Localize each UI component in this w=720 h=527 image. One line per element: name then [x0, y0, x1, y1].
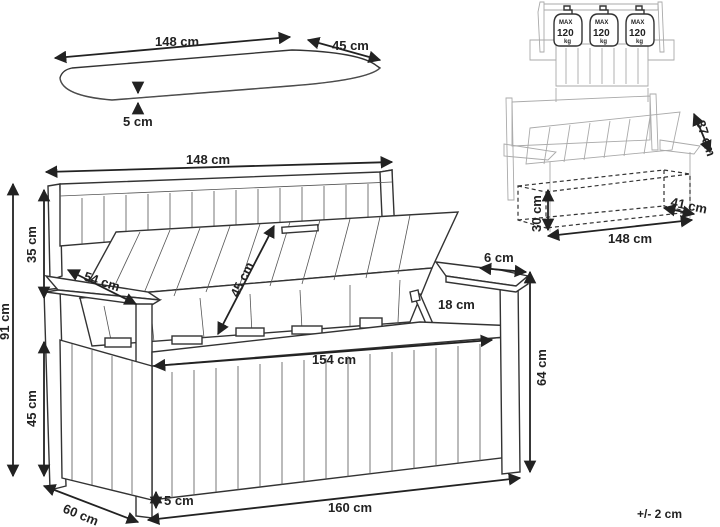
lid-rise-label: 37 cm: [693, 118, 719, 158]
weight-badge-2-max: MAX: [595, 20, 608, 26]
backrest-width-dimension: 148 cm: [44, 152, 394, 178]
backrest-width-label: 148 cm: [186, 152, 230, 167]
inner-length-dimension: 154 cm: [152, 334, 494, 372]
cushion-drawing: [59, 49, 382, 101]
weight-badge-1-unit: kg: [564, 39, 571, 45]
backrest-height-label: 35 cm: [24, 226, 39, 263]
weight-badge-3: MAX 120 kg: [625, 5, 655, 47]
storage-length-dimension: 148 cm: [546, 214, 694, 246]
inner-length-label: 154 cm: [312, 352, 356, 367]
storage-height-dimension: 30 cm: [529, 188, 555, 232]
storage-height-label: 30 cm: [529, 195, 544, 232]
lid-rise-dimension: 37 cm: [692, 112, 719, 158]
weight-badge-1-value: 120: [557, 28, 574, 39]
seat-height-label: 45 cm: [24, 390, 39, 427]
total-length-label: 160 cm: [328, 500, 372, 515]
storage-length-label: 148 cm: [608, 231, 652, 246]
backrest-height-dimension: 35 cm: [24, 188, 51, 300]
cushion-width-dimension: 45 cm: [306, 36, 382, 64]
cushion-width-label: 45 cm: [332, 38, 369, 53]
ground-clearance-label: 5 cm: [164, 493, 194, 508]
bench-drawing: [43, 169, 530, 519]
total-height-dimension: 91 cm: [0, 182, 20, 478]
seat-height-dimension: 45 cm: [24, 340, 51, 478]
weight-badge-1-max: MAX: [559, 20, 572, 26]
weight-badge-3-value: 120: [629, 28, 646, 39]
armrest-width-label: 6 cm: [484, 250, 514, 265]
storage-depth-dimension: 41 cm: [662, 194, 709, 218]
weight-badge-1: MAX 120 kg: [553, 5, 583, 47]
cushion-length-dimension: 148 cm: [53, 31, 292, 64]
weight-badge-2-unit: kg: [600, 39, 607, 45]
weight-badge-3-max: MAX: [631, 20, 644, 26]
cushion-thickness-dimension: 5 cm: [123, 81, 153, 129]
strut-length-label: 18 cm: [438, 297, 475, 312]
arm-height-dimension: 64 cm: [523, 270, 549, 474]
arm-height-label: 64 cm: [534, 349, 549, 386]
cushion-length-label: 148 cm: [155, 34, 199, 49]
armrest-width-dimension: 6 cm: [478, 250, 528, 278]
strut-length-dimension: 18 cm: [438, 297, 475, 312]
weight-badge-2-value: 120: [593, 28, 610, 39]
weight-badge-2: MAX 120 kg: [589, 5, 619, 47]
total-height-label: 91 cm: [0, 303, 12, 340]
storage-depth-label: 41 cm: [669, 194, 708, 216]
cushion-thickness-label: 5 cm: [123, 114, 153, 129]
total-length-dimension: 160 cm: [146, 473, 522, 525]
weight-badge-3-unit: kg: [636, 39, 643, 45]
tolerance-note: +/- 2 cm: [637, 507, 682, 521]
